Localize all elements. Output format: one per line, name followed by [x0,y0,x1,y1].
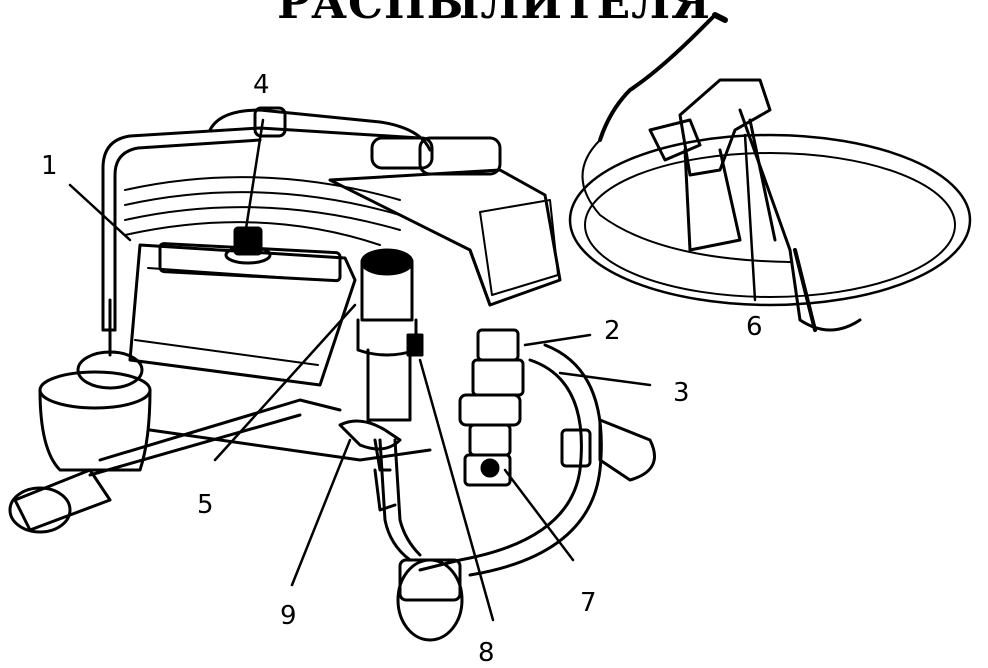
leader-2 [523,333,592,347]
leader-3 [558,371,652,387]
callout-3: 3 [673,378,690,408]
diagram-title: РАСПЫЛИТЕЛЯ [277,0,711,29]
callout-5: 5 [197,490,214,520]
callout-4: 4 [253,70,270,100]
sprayer-unit [8,106,656,642]
callout-6: 6 [746,312,763,342]
leader-4 [243,118,265,237]
callout-7: 7 [580,588,597,618]
leader-7 [503,468,575,562]
leader-lines [68,118,757,622]
leader-8 [418,358,495,622]
callout-9: 9 [280,601,297,631]
spray-gun-assembly [568,12,972,332]
leader-6 [743,133,757,302]
callout-8: 8 [478,638,495,668]
callout-2: 2 [604,316,621,346]
leader-1 [68,183,132,242]
leader-5 [213,303,357,462]
callout-1: 1 [41,151,58,181]
leader-9 [290,438,352,587]
